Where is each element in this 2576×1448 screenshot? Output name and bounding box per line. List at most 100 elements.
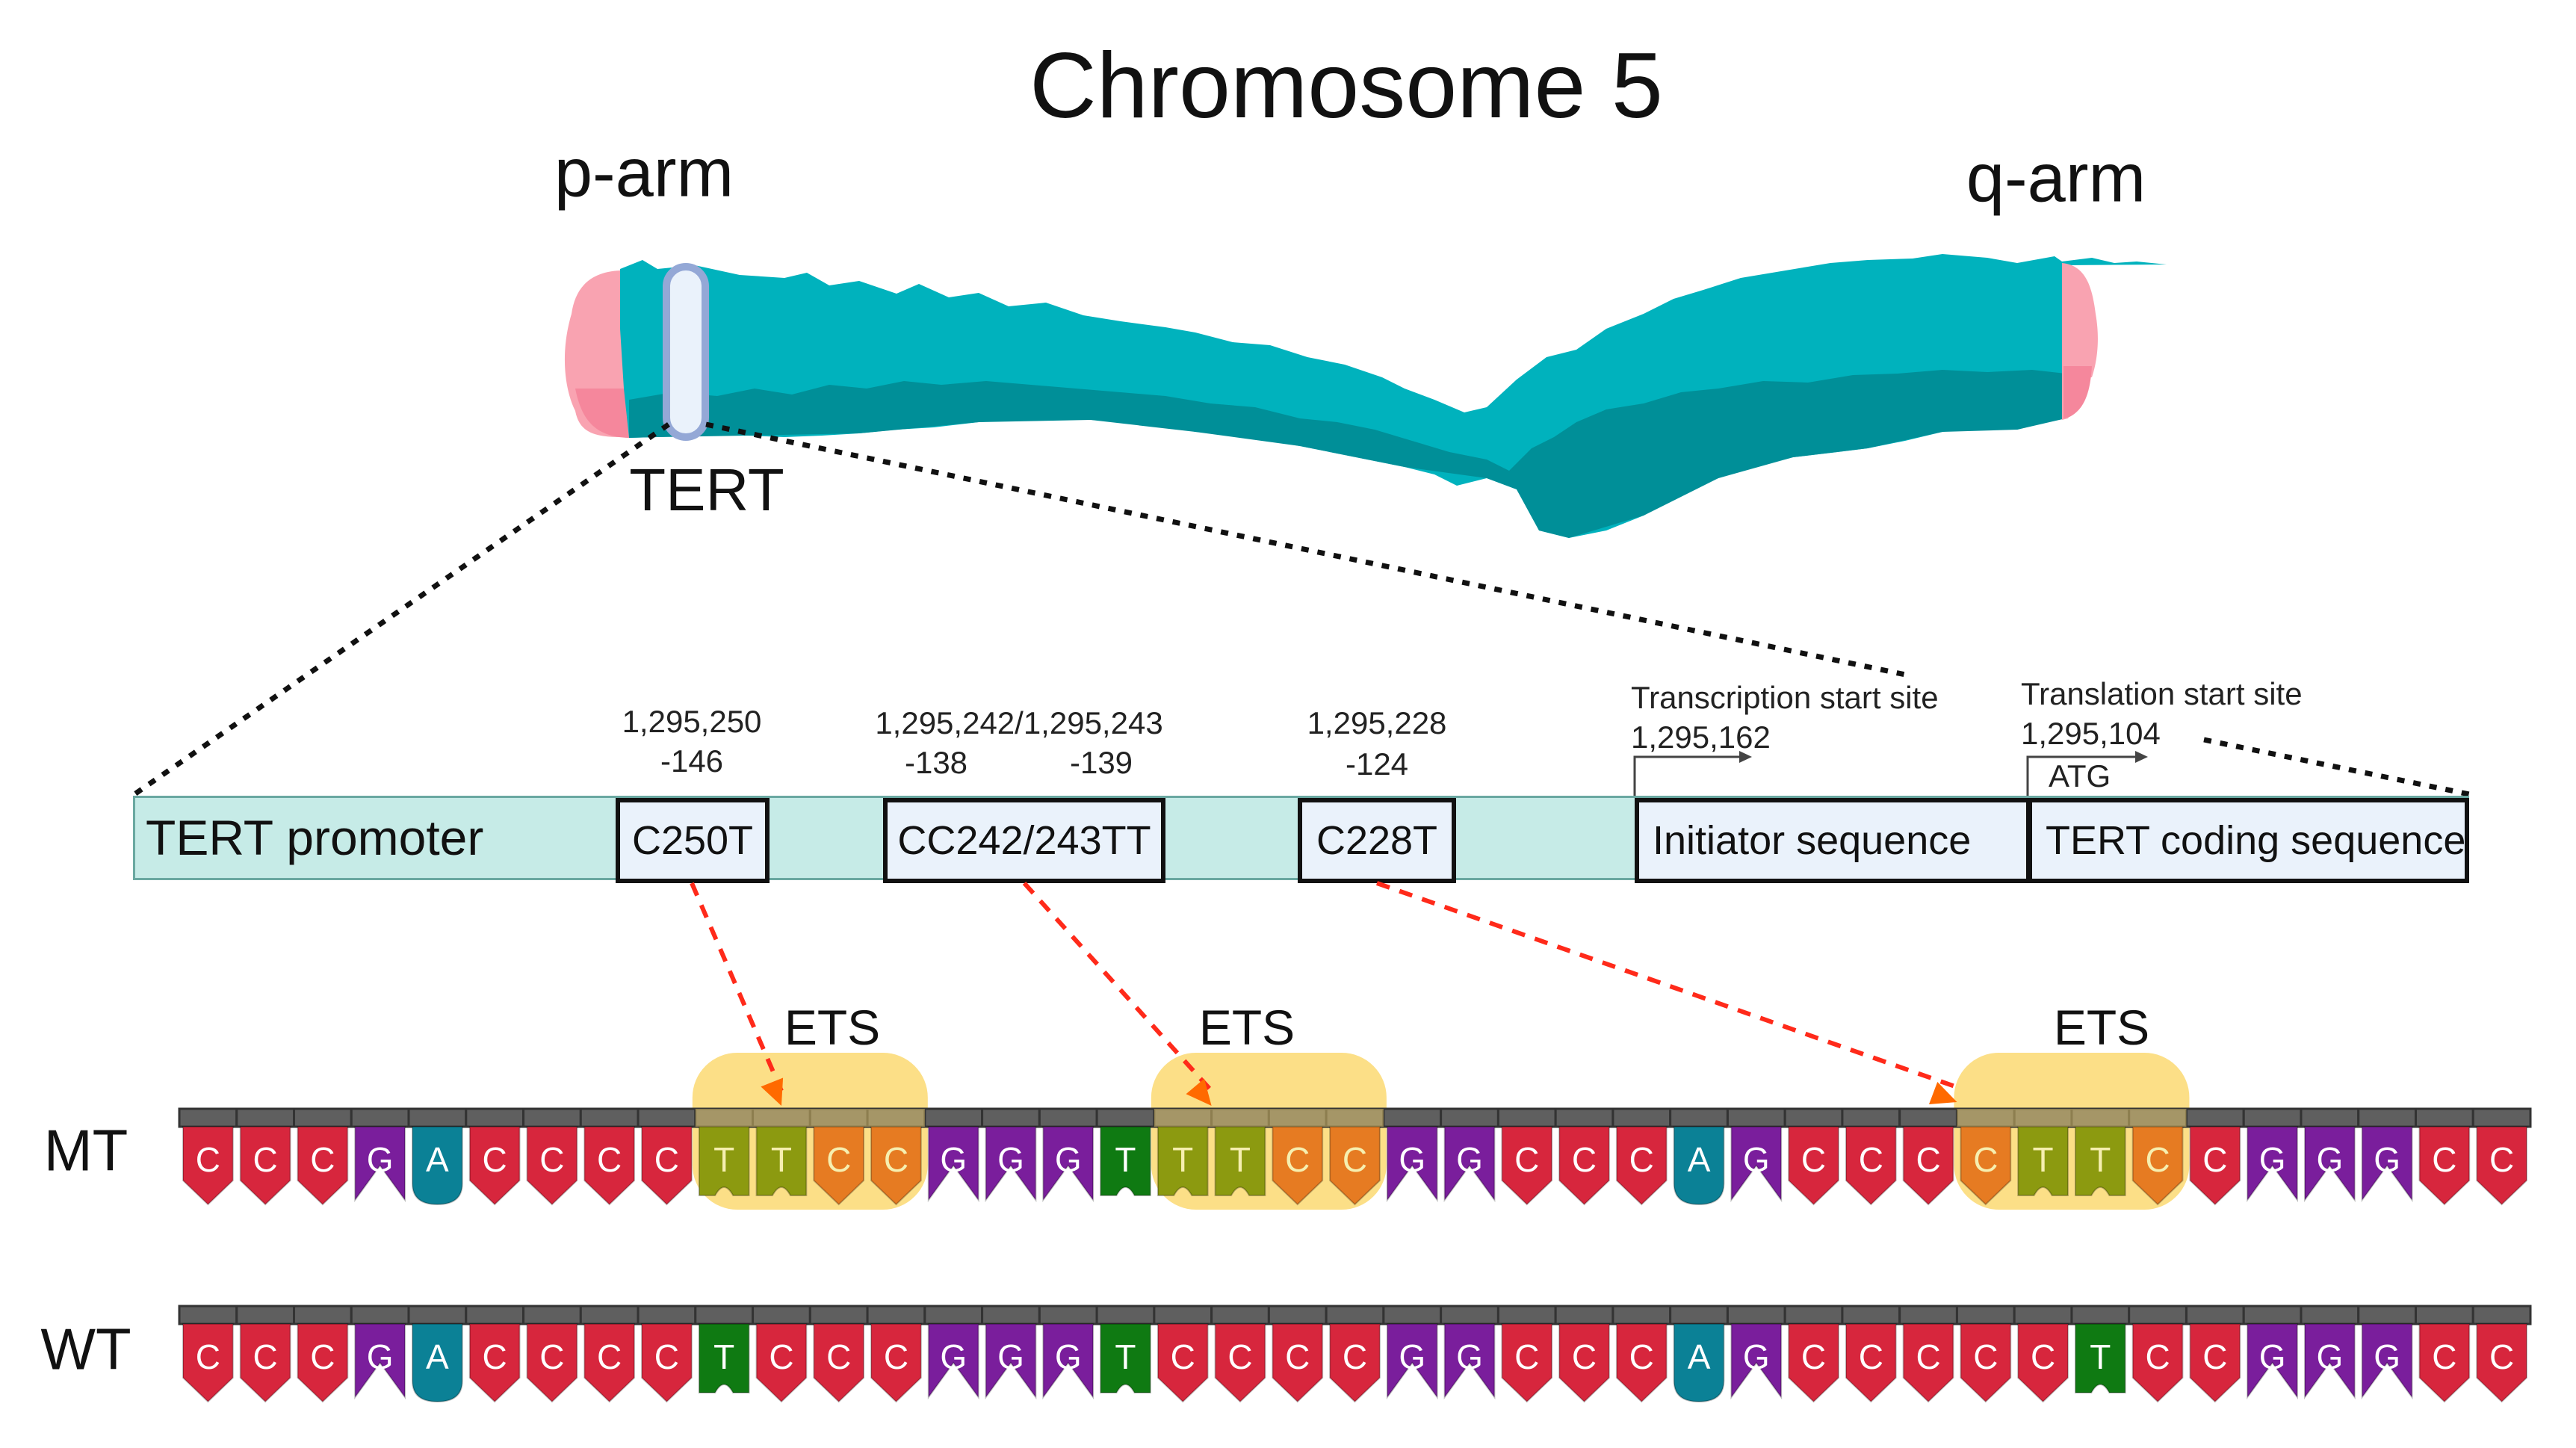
nucleotide-letter: T	[2090, 1337, 2111, 1376]
nucleotide-letter: C	[539, 1140, 564, 1179]
nucleotide-C	[2017, 1323, 2069, 1403]
nucleotide-T	[1100, 1126, 1151, 1196]
backbone-segment	[1267, 1305, 1328, 1325]
backbone-segment	[2357, 1107, 2417, 1128]
nucleotide-G	[927, 1126, 979, 1203]
nucleotide-G	[2361, 1323, 2413, 1400]
backbone-segment	[1038, 1107, 1098, 1128]
c250t-offset: -146	[660, 743, 724, 779]
cc242-coordinate: 1,295,242/1,295,243	[875, 705, 1163, 740]
backbone-segment	[923, 1305, 984, 1325]
nucleotide-T	[698, 1126, 750, 1196]
nucleotide-C	[297, 1126, 349, 1206]
nucleotide-G	[1443, 1126, 1496, 1203]
nucleotide-letter: A	[426, 1337, 449, 1376]
transcription-start-site-coordinate: 1,295,162	[1631, 720, 1771, 755]
tert-promoter-label: TERT promoter	[146, 810, 484, 865]
atg-codon-label: ATG	[2049, 758, 2111, 793]
nucleotide-letter: C	[310, 1337, 335, 1376]
mutation-arrowhead-3	[1928, 1082, 1957, 1104]
nucleotide-C	[2131, 1323, 2184, 1403]
nucleotide-C	[1788, 1126, 1839, 1206]
backbone-segment	[981, 1107, 1041, 1128]
backbone-segment	[579, 1305, 640, 1325]
transcription-start-site-title: Transcription start site	[1631, 680, 1939, 715]
nucleotide-C	[297, 1323, 349, 1403]
nucleotide-letter: C	[2432, 1140, 2456, 1179]
transcription-start-arrow	[1633, 755, 1748, 796]
translation-start-arrowhead	[2135, 751, 2148, 763]
tert-gene-band	[663, 263, 709, 441]
nucleotide-C	[641, 1323, 693, 1403]
nucleotide-G	[985, 1126, 1037, 1203]
nucleotide-letter: T	[2033, 1140, 2054, 1179]
nucleotide-letter: T	[2090, 1140, 2111, 1179]
nucleotide-letter: C	[1343, 1337, 1367, 1376]
backbone-segment	[1611, 1107, 1672, 1128]
nucleotide-C	[468, 1126, 521, 1206]
nucleotide-C	[2189, 1126, 2241, 1206]
q-arm-label: q-arm	[1966, 140, 2146, 217]
backbone-segment	[1153, 1305, 1213, 1325]
mutation-arrowhead-1	[761, 1077, 784, 1106]
backbone-segment	[2013, 1305, 2073, 1325]
wt-row-label: WT	[40, 1316, 131, 1382]
c228t-offset: -124	[1345, 746, 1409, 782]
nucleotide-letter: C	[1514, 1140, 1539, 1179]
nucleotide-letter: G	[997, 1140, 1024, 1179]
ets-label-3: ETS	[2053, 1000, 2150, 1055]
nucleotide-C	[1501, 1126, 1553, 1206]
nucleotide-letter: C	[2145, 1337, 2170, 1376]
nucleotide-letter: G	[367, 1337, 394, 1376]
mutation-arrow-3	[1376, 881, 1958, 1089]
backbone-segment	[407, 1305, 468, 1325]
nucleotide-letter: G	[367, 1140, 394, 1179]
nucleotide-C	[813, 1323, 865, 1403]
backbone-segment	[407, 1107, 468, 1128]
translation-start-arrow	[2026, 755, 2144, 796]
nucleotide-C	[526, 1323, 578, 1403]
nucleotide-letter: C	[1285, 1337, 1310, 1376]
nucleotide-letter: G	[2316, 1140, 2343, 1179]
backbone-segment	[1726, 1305, 1786, 1325]
backbone-segment	[465, 1107, 525, 1128]
nucleotide-A	[412, 1323, 463, 1403]
nucleotide-C	[1960, 1323, 2012, 1403]
nucleotide-C	[583, 1323, 636, 1403]
ets-highlight-3	[1954, 1053, 2190, 1210]
nucleotide-letter: C	[539, 1337, 564, 1376]
backbone-segment	[2070, 1305, 2131, 1325]
nucleotide-letter: C	[253, 1140, 278, 1179]
backbone-segment	[1095, 1107, 1156, 1128]
nucleotide-T	[1100, 1323, 1151, 1393]
nucleotide-C	[182, 1126, 234, 1206]
nucleotide-G	[2247, 1323, 2298, 1400]
nucleotide-letter: C	[1629, 1140, 1654, 1179]
nucleotide-C	[1558, 1126, 1610, 1206]
backbone-segment	[1496, 1107, 1557, 1128]
nucleotide-letter: T	[771, 1140, 792, 1179]
nucleotide-letter: G	[1399, 1337, 1425, 1376]
nucleotide-letter: C	[483, 1337, 507, 1376]
nucleotide-G	[1730, 1126, 1783, 1203]
nucleotide-letter: C	[826, 1337, 851, 1376]
nucleotide-letter: G	[940, 1140, 967, 1179]
backbone-segment	[2185, 1107, 2245, 1128]
nucleotide-letter: G	[1399, 1140, 1425, 1179]
nucleotide-letter: C	[1859, 1140, 1883, 1179]
nucleotide-C	[1902, 1126, 1954, 1206]
backbone-segment	[637, 1305, 697, 1325]
nucleotide-C	[1329, 1126, 1381, 1206]
backbone-segment	[2013, 1107, 2073, 1128]
backbone-segment	[1898, 1305, 1958, 1325]
nucleotide-C	[1501, 1323, 1553, 1403]
nucleotide-letter: C	[884, 1337, 908, 1376]
nucleotide-T	[2074, 1323, 2126, 1393]
nucleotide-C	[2476, 1323, 2527, 1403]
nucleotide-letter: C	[1916, 1140, 1940, 1179]
nucleotide-letter: T	[1230, 1140, 1251, 1179]
nucleotide-C	[870, 1126, 922, 1206]
nucleotide-letter: G	[997, 1337, 1024, 1376]
nucleotide-T	[2017, 1126, 2069, 1196]
nucleotide-letter: G	[2259, 1337, 2286, 1376]
